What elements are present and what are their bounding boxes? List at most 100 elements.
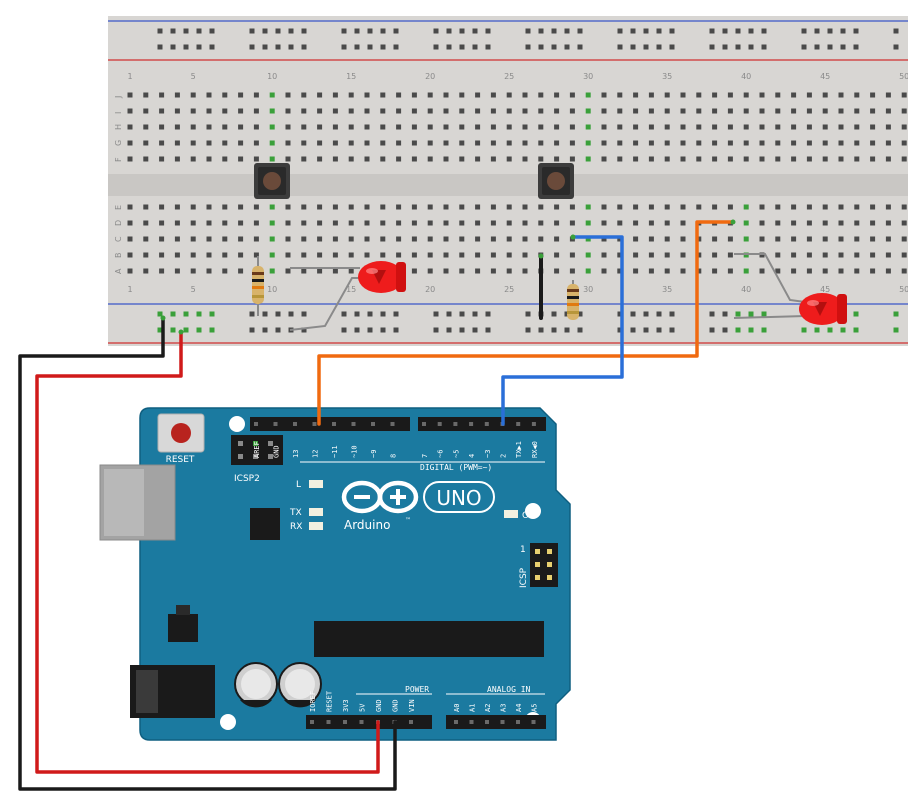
- breadboard-hole: [127, 108, 133, 114]
- breadboard-hole: [743, 236, 749, 242]
- row-letter: D: [114, 220, 123, 226]
- rail-hole: [433, 327, 439, 333]
- breadboard-hole: [601, 92, 607, 98]
- breadboard-hole: [206, 220, 212, 226]
- breadboard-hole: [822, 236, 828, 242]
- breadboard-hole: [253, 156, 259, 162]
- breadboard-hole: [743, 108, 749, 114]
- rail-hole: [367, 327, 373, 333]
- breadboard-hole: [775, 92, 781, 98]
- rail-hole: [301, 28, 307, 34]
- breadboard-hole: [522, 140, 528, 146]
- breadboard-hole: [617, 268, 623, 274]
- breadboard-hole: [427, 268, 433, 274]
- breadboard-hole: [538, 156, 544, 162]
- breadboard-hole: [174, 204, 180, 210]
- power-pin: [326, 720, 331, 724]
- rail-hole: [196, 327, 202, 333]
- breadboard-hole: [127, 204, 133, 210]
- digital-header-right: [418, 417, 546, 431]
- breadboard-hole: [727, 156, 733, 162]
- icsp2-pin: [238, 454, 243, 459]
- reset-button-cap[interactable]: [171, 423, 191, 443]
- breadboard-hole: [759, 108, 765, 114]
- logo-minus: [354, 495, 370, 499]
- breadboard-hole: [364, 92, 370, 98]
- rail-hole: [393, 28, 399, 34]
- breadboard-hole: [427, 220, 433, 226]
- breadboard-hole: [554, 92, 560, 98]
- breadboard-hole: [190, 252, 196, 258]
- breadboard-hole: [348, 204, 354, 210]
- rail-hole: [354, 44, 360, 50]
- analog-pin: [469, 720, 474, 724]
- rail-hole: [735, 327, 741, 333]
- rail-hole: [525, 311, 531, 317]
- breadboard-hole: [506, 92, 512, 98]
- breadboard-hole: [696, 140, 702, 146]
- breadboard-hole: [174, 268, 180, 274]
- rail-hole: [748, 28, 754, 34]
- breadboard-hole: [127, 252, 133, 258]
- icsp-pin1-label: 1: [520, 545, 526, 555]
- breadboard-hole: [380, 220, 386, 226]
- breadboard-hole: [396, 252, 402, 258]
- rail-hole: [196, 44, 202, 50]
- column-number: 50: [899, 72, 908, 81]
- digital-pin-label: 13: [292, 450, 300, 458]
- rail-hole: [485, 311, 491, 317]
- breadboard-hole: [806, 236, 812, 242]
- breadboard-hole: [838, 108, 844, 114]
- icsp2-pin: [253, 454, 258, 459]
- breadboard-hole: [159, 156, 165, 162]
- breadboard-hole: [822, 268, 828, 274]
- breadboard-hole: [206, 204, 212, 210]
- breadboard-hole: [143, 92, 149, 98]
- rail-hole: [853, 44, 859, 50]
- rail-hole: [630, 44, 636, 50]
- breadboard-hole: [411, 236, 417, 242]
- breadboard-hole: [775, 108, 781, 114]
- breadboard-hole: [475, 220, 481, 226]
- breadboard-hole: [775, 124, 781, 130]
- breadboard-hole: [759, 124, 765, 130]
- digital-pin-label: 4: [468, 454, 476, 458]
- rail-hole: [643, 327, 649, 333]
- rail-hole: [249, 28, 255, 34]
- rail-hole: [748, 44, 754, 50]
- breadboard-hole: [238, 92, 244, 98]
- rail-hole: [643, 44, 649, 50]
- breadboard-hole: [506, 156, 512, 162]
- digital-pin-label: GND: [273, 445, 281, 458]
- digital-caption: DIGITAL (PWM=~): [420, 463, 492, 472]
- breadboard-hole: [285, 252, 291, 258]
- breadboard-hole: [585, 252, 591, 258]
- breadboard-hole: [633, 140, 639, 146]
- breadboard-hole: [901, 140, 907, 146]
- column-number: 10: [267, 285, 277, 294]
- breadboard-hole: [174, 108, 180, 114]
- rail-hole: [485, 327, 491, 333]
- rail-hole: [472, 44, 478, 50]
- rail-hole: [157, 327, 163, 333]
- breadboard-hole: [159, 124, 165, 130]
- row-letter: G: [114, 140, 123, 146]
- rail-hole: [525, 28, 531, 34]
- digital-pin: [437, 422, 442, 426]
- breadboard-hole: [459, 108, 465, 114]
- breadboard-hole: [870, 252, 876, 258]
- digital-pin: [254, 422, 258, 426]
- breadboard-hole: [143, 156, 149, 162]
- breadboard-hole: [190, 108, 196, 114]
- column-number: 20: [425, 285, 435, 294]
- rail-hole: [709, 327, 715, 333]
- column-number: 15: [346, 285, 356, 294]
- rail-hole: [485, 44, 491, 50]
- rail-hole: [183, 327, 189, 333]
- breadboard-hole: [712, 252, 718, 258]
- rail-hole: [840, 327, 846, 333]
- breadboard-hole: [901, 268, 907, 274]
- rail-hole: [485, 28, 491, 34]
- breadboard-hole: [380, 236, 386, 242]
- analog-pin-label: A4: [515, 704, 523, 712]
